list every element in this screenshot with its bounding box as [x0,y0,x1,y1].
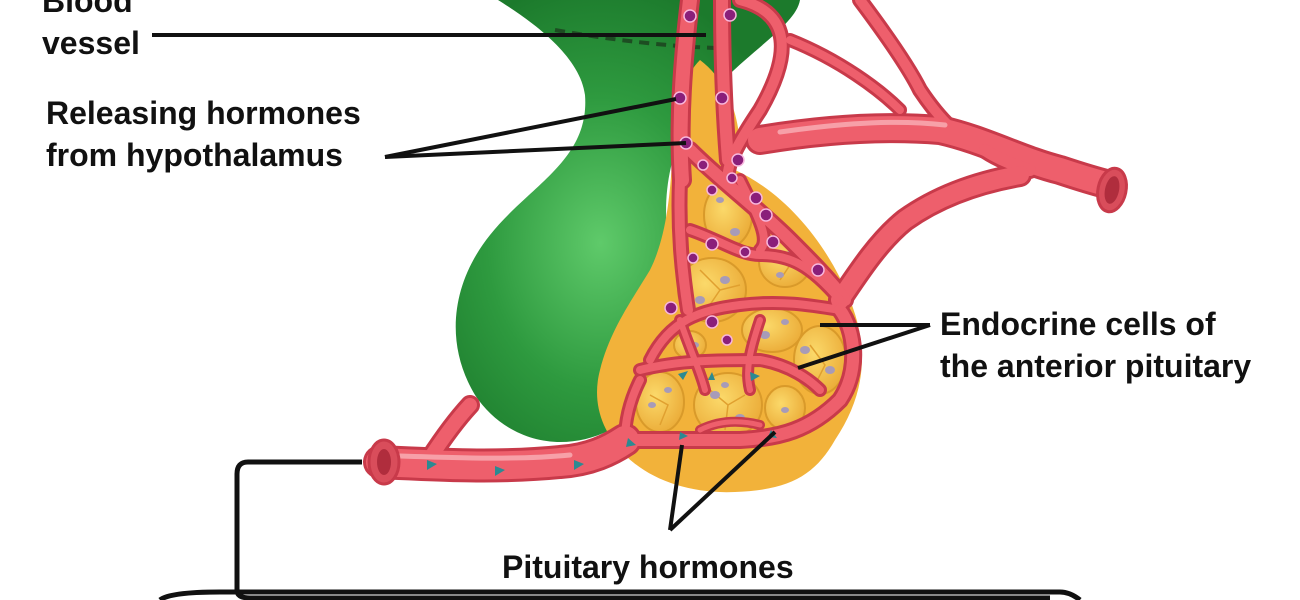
vessel-cut-end-right-lumen [1104,176,1120,204]
posterior-pituitary-lobe [455,0,800,443]
leader-lines [152,33,931,532]
releasing-hormones-label: Releasing hormones from hypothalamus [46,92,361,176]
bottom-box-edge [158,589,1082,600]
pituitary-hormones-label: Pituitary hormones [502,546,794,588]
releasing-hormone-dots [664,8,825,346]
blood-vessel-label-line2: vessel [42,25,140,61]
releasing-hormones-label-line2: from hypothalamus [46,137,343,173]
bracket-connector [234,459,1050,600]
endocrine-cells-label: Endocrine cells of the anterior pituitar… [940,303,1251,387]
endocrine-cells-label-line1: Endocrine cells of [940,306,1216,342]
blood-vessels [363,0,1125,483]
blood-vessel-label-line1: Blood [42,0,133,19]
endocrine-cells-label-line2: the anterior pituitary [940,348,1252,384]
vessel-cut-end-left-lumen [377,449,391,475]
blood-vessel-label: Blood vessel [42,0,140,64]
pituitary-hormones-label-text: Pituitary hormones [502,549,794,585]
releasing-hormones-label-line1: Releasing hormones [46,95,361,131]
